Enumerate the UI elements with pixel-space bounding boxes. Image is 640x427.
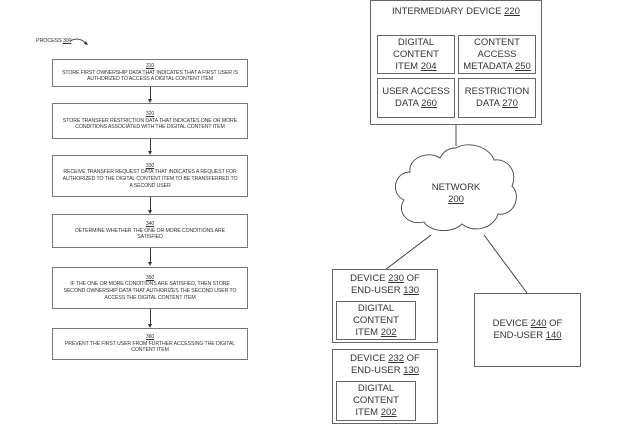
intermediary-number: 220 [504, 6, 520, 17]
process-label-text: PROCESS [36, 38, 62, 44]
device-title-line1: DEVICE 232 OF [333, 353, 437, 365]
arrowhead-icon [148, 151, 152, 155]
device-number: 240 [530, 318, 547, 329]
cell-line2: ITEM 204 [378, 61, 454, 73]
cell-line2: METADATA 250 [459, 61, 535, 73]
step-number: 330 [145, 162, 155, 169]
link-network-device240 [483, 234, 528, 294]
device-label: DEVICE [350, 353, 386, 364]
cell-line2-text: METADATA [463, 60, 513, 72]
end-user-label: END-USER [350, 365, 401, 376]
cell-number: 270 [502, 98, 518, 109]
process-pointer-arrowhead [84, 41, 88, 45]
device-number: 230 [388, 273, 405, 284]
content-line2: ITEM 202 [337, 327, 415, 339]
content-number: 202 [380, 407, 397, 418]
step-text: RECEIVE TRANSFER REQUEST DATA THAT INDIC… [62, 169, 238, 189]
step-text: STORE FIRST OWNERSHIP DATA THAT INDICATE… [62, 69, 238, 83]
end-user-number: 140 [545, 330, 562, 341]
network-number: 200 [448, 194, 464, 205]
device-number: 232 [388, 353, 405, 364]
cell-line1: DIGITAL CONTENT [393, 36, 439, 60]
flow-arrow [150, 87, 151, 100]
cell-number: 250 [514, 60, 531, 72]
cell-line1: CONTENT ACCESS [474, 36, 520, 60]
cell-digital-content-204: DIGITAL CONTENT ITEM 204 [377, 35, 455, 74]
process-label: PROCESS 300 [36, 38, 72, 44]
device-suffix: OF [406, 273, 420, 284]
cell-line2-text: ITEM [395, 60, 419, 72]
end-user-number: 130 [403, 365, 420, 376]
flow-step-340: 340 DETERMINE WHETHER THE ONE OR MORE CO… [52, 214, 248, 248]
content-line1: DIGITAL CONTENT [353, 383, 399, 406]
step-text: DETERMINE WHETHER THE ONE OR MORE CONDIT… [75, 227, 225, 241]
device-suffix: OF [406, 353, 420, 364]
arrowhead-icon [148, 99, 152, 103]
end-user-label: END-USER [350, 285, 401, 296]
step-number: 340 [145, 221, 155, 228]
step-number: 310 [145, 63, 155, 70]
flow-arrow [150, 309, 151, 325]
end-user-label: END-USER [493, 330, 544, 341]
content-line2-text: ITEM [355, 326, 379, 338]
flow-arrow [150, 197, 151, 211]
content-line2: ITEM 202 [337, 407, 415, 419]
device-232-content-item-202: DIGITAL CONTENT ITEM 202 [336, 381, 416, 421]
flow-step-350: 350 IF THE ONE OR MORE CONDITIONS ARE SA… [52, 267, 248, 309]
step-number: 360 [145, 334, 155, 341]
content-line2-text: ITEM [355, 407, 379, 418]
content-line1: DIGITAL CONTENT [353, 302, 399, 326]
link-network-device230 [384, 234, 432, 271]
flow-step-320: 320 STORE TRANSFER RESTRICTION DATA THAT… [52, 103, 248, 139]
intermediary-label: INTERMEDIARY DEVICE [392, 6, 502, 17]
device-label: DEVICE [350, 273, 386, 284]
network-label-text: NETWORK [431, 182, 481, 193]
device-title-line1: DEVICE 230 OF [333, 273, 437, 285]
cell-line1: USER ACCESS [382, 86, 450, 97]
flow-arrow [150, 139, 151, 152]
device-title-line2: END-USER 140 [475, 330, 580, 342]
device-suffix: OF [549, 318, 563, 329]
cell-line1: RESTRICTION [464, 86, 530, 97]
flow-step-330: 330 RECEIVE TRANSFER REQUEST DATA THAT I… [52, 155, 248, 197]
cell-number: 204 [420, 60, 437, 72]
cell-line2: DATA 260 [378, 98, 454, 110]
device-label: DEVICE [492, 318, 529, 329]
intermediary-title: INTERMEDIARY DEVICE 220 [371, 6, 541, 18]
flow-arrow [150, 248, 151, 263]
flow-step-310: 310 STORE FIRST OWNERSHIP DATA THAT INDI… [52, 59, 248, 87]
cell-line2-text: DATA [476, 98, 500, 109]
device-230-content-item-202: DIGITAL CONTENT ITEM 202 [336, 301, 416, 340]
cell-number: 260 [421, 98, 437, 109]
arrowhead-icon [148, 262, 152, 266]
arrowhead-icon [148, 324, 152, 328]
arrowhead-icon [148, 210, 152, 214]
cell-content-access-metadata-250: CONTENT ACCESS METADATA 250 [458, 35, 536, 74]
network-label: NETWORK 200 [426, 182, 486, 206]
process-pointer-arrow [69, 38, 87, 45]
flow-step-360: 360 PREVENT THE FIRST USER FROM FURTHER … [52, 328, 248, 360]
content-number: 202 [380, 326, 397, 338]
device-title-line2: END-USER 130 [333, 365, 437, 377]
cell-line2-text: DATA [395, 98, 419, 109]
device-title-line2: END-USER 130 [333, 285, 437, 297]
step-number: 350 [145, 274, 155, 281]
device-title-line1: DEVICE 240 OF [475, 318, 580, 330]
cell-restriction-data-270: RESTRICTION DATA 270 [458, 78, 536, 118]
cell-user-access-data-260: USER ACCESS DATA 260 [377, 78, 455, 118]
step-number: 320 [145, 111, 155, 118]
network-cloud [395, 144, 517, 231]
process-number: 300 [62, 38, 72, 44]
device-240: DEVICE 240 OF END-USER 140 [474, 293, 581, 367]
step-text: STORE TRANSFER RESTRICTION DATA THAT IND… [62, 117, 238, 131]
cell-line2: DATA 270 [459, 98, 535, 110]
step-text: IF THE ONE OR MORE CONDITIONS ARE SATISF… [63, 281, 237, 301]
end-user-number: 130 [403, 285, 420, 296]
step-text: PREVENT THE FIRST USER FROM FURTHER ACCE… [64, 340, 236, 354]
